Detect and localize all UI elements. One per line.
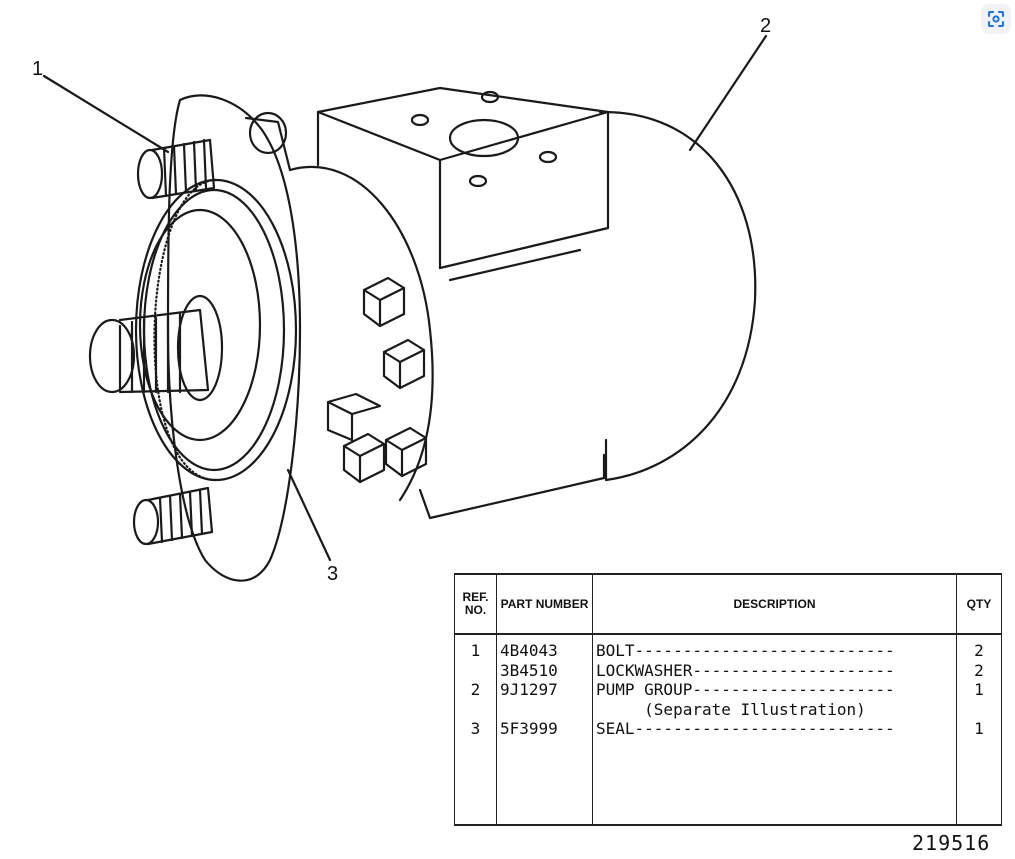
housing-bolts (326, 276, 428, 484)
description-column: BOLT---------------------------LOCKWASHE… (592, 634, 957, 826)
image-search-icon (988, 11, 1004, 27)
header-ref-no: REF. NO. (454, 573, 497, 635)
callout-1: 1 (32, 58, 44, 80)
image-search-button[interactable] (981, 4, 1011, 34)
ref-1: 1 (470, 641, 481, 660)
splined-shaft (88, 294, 224, 402)
drawing-number: 219516 (912, 831, 991, 855)
front-cover (138, 208, 262, 442)
stud-lower (132, 486, 214, 546)
callout-2: 2 (760, 15, 772, 37)
mounting-flange (166, 94, 302, 582)
header-qty: QTY (956, 573, 1002, 635)
header-description: DESCRIPTION (592, 573, 957, 635)
leader-line-2 (688, 34, 768, 152)
pump-dome (598, 110, 757, 482)
stud-upper (136, 138, 216, 200)
callout-3: 3 (327, 563, 339, 585)
pump-housing (288, 165, 434, 502)
leader-line-1 (42, 74, 170, 154)
leader-line-3 (286, 468, 332, 562)
header-part-number: PART NUMBER (496, 573, 593, 635)
